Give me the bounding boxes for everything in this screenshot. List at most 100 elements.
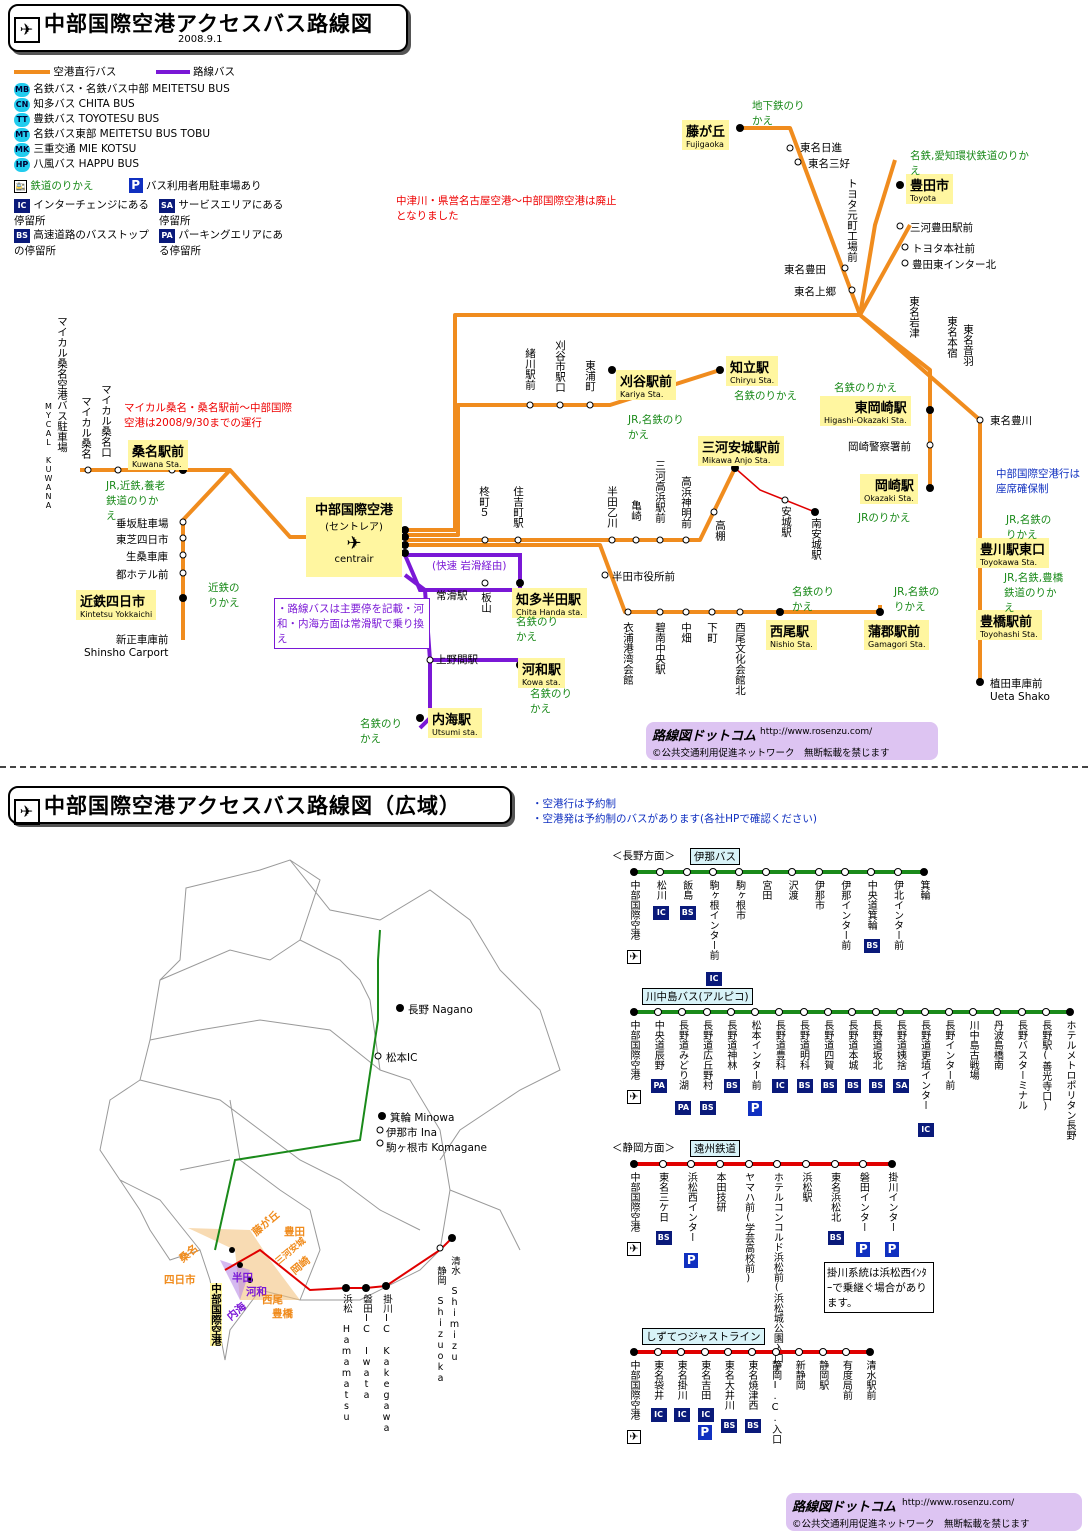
wide-notes: ・空港行は予約制 ・空港発は予約制のバスがあります(各社HPで確認ください) [532, 796, 817, 826]
airport-plane-icon: ✈ [346, 533, 362, 554]
route-stop-dot [773, 1160, 782, 1168]
wide-shizuoka: 静岡 Shizuoka [435, 1266, 446, 1384]
stop-minami-anjo: 南安城駅 [810, 518, 822, 560]
legend-parking: バス利用者用駐車場あり [146, 180, 262, 192]
stop-higashiokazaki-en: Higashi-Okazaki Sta. [824, 416, 907, 425]
stop-toshiba: 東芝四日市 [116, 534, 169, 546]
wide-title-text: 中部国際空港アクセスバス路線図（広域） [44, 794, 461, 818]
route-stop-label: 長野駅(善光寺口) [1039, 1020, 1051, 1112]
wide-nagano: 長野 Nagano [408, 1004, 473, 1016]
legend-operator-mb: MB 名鉄バス・名鉄バス中部 MEITETSU BUS [14, 82, 294, 97]
route-stop-label: 長野道明科 [797, 1020, 809, 1070]
stop-kamonoma: 上野間駅 [436, 654, 478, 666]
route-stop-dot [687, 1160, 696, 1168]
page-title: ✈中部国際空港アクセスバス路線図 [14, 8, 373, 43]
stop-fujigaoka-en: Fujigaoka [686, 140, 724, 149]
route-stop-dot [761, 868, 770, 876]
ic-badge: IC [653, 906, 670, 920]
route-stop-label: 東名大井川 [722, 1360, 734, 1410]
wide-green-route [214, 929, 381, 1251]
route-stop-dot [920, 868, 928, 876]
stop-mikawaanjo: 三河安城駅前 Mikawa Anjo Sta. [698, 436, 785, 466]
stop-anjo: 安城駅 [780, 506, 792, 538]
wide-ina: 伊那市 Ina [386, 1127, 438, 1139]
airport-icon: ✈ [627, 950, 641, 964]
stop-shinsho-en: Shinsho Carport [84, 647, 169, 659]
stop-tokoname: 常滑駅 [436, 590, 468, 602]
route-stop-label: 東名掛川 [675, 1360, 687, 1400]
stop-kotobuki: 柊町５ [478, 486, 490, 518]
route-stop-dot [677, 1348, 686, 1356]
route-stop-label: 有度局前 [840, 1360, 852, 1400]
stop-kuwana-en: Kuwana Sta. [132, 460, 182, 469]
operator-name: 名鉄バス東部 MEITETSU BUS TOBU [30, 128, 211, 140]
xfer-kuwana: JR,近鉄,養老鉄道のりかえ [106, 480, 166, 522]
wide-minowa: 箕輪 Minowa [390, 1112, 455, 1124]
section-divider [0, 766, 1088, 768]
legend-operator-hp: HP 八風バス HAPPU BUS [14, 157, 294, 172]
route-stop-dot [748, 1348, 756, 1356]
rail-transfer-icon: 🚉 [14, 179, 27, 193]
airport-icon: ✈ [627, 1430, 641, 1444]
route-stop-label: 丹波島橋南 [991, 1020, 1003, 1070]
route-stop-dot [993, 1008, 1002, 1016]
stop-higashiokazaki-name: 東岡崎駅 [854, 401, 907, 416]
route-stop-label: 伊北インター前 [891, 880, 903, 950]
airport-icon: ✈ [627, 1090, 641, 1104]
wide-title: ✈中部国際空港アクセスバス路線図（広域） [14, 790, 461, 825]
stop-kowa-name: 河和駅 [522, 663, 562, 678]
route-note: 掛川系統は浜松西ｲﾝﾀｰで乗継ぐ場合があります。 [824, 1262, 934, 1313]
notice-nakatsugawa: 中津川・県営名古屋空港～中部国際空港は廃止となりました [396, 195, 617, 222]
wide-purple-area [220, 1260, 250, 1300]
route-stop-dot [751, 1008, 760, 1016]
bs-badge: BS [699, 1101, 716, 1115]
stop-mycal: マイカル桑名 [80, 396, 92, 459]
stop-mycal-guchi: マイカル桑名口 [100, 384, 112, 458]
stop-toyota-higashi-ic: 豊田東インター北 [912, 259, 996, 271]
route-stop-label: 中央道辰野 [652, 1020, 664, 1070]
stop-chiryu-name: 知立駅 [730, 361, 770, 376]
route-stop-dot [969, 1008, 978, 1016]
route-stop-label: 長野道みどり湖 [676, 1020, 688, 1090]
stop-okazaki-police: 岡崎警察署前 [848, 441, 911, 453]
route-line-yokkaichi [181, 468, 232, 640]
stop-utsumi: 内海駅 Utsumi sta. [428, 708, 482, 738]
route-stop-label: 長野道本城 [846, 1020, 857, 1070]
xfer-nishio: 名鉄のりかえ [792, 586, 834, 613]
route-line-toyota2 [858, 224, 912, 316]
parking-icon: P [684, 1253, 699, 1268]
stop-mycal-p: マイカル桑名空港バス駐車場 [56, 316, 68, 453]
wide-komagane: 駒ヶ根市 Komagane [386, 1142, 488, 1154]
route-company: 遠州鉄道 [690, 1140, 740, 1157]
route-stop-dot [944, 1008, 953, 1016]
stop-nishio-bunka: 西尾文化会館北 [734, 622, 746, 696]
legend-sa: SA サービスエリアにある停留所 [159, 197, 284, 228]
stop-ueta: 植田車庫前 Ueta Shako [990, 676, 1050, 703]
stop-toyota-en: Toyota [910, 194, 937, 203]
footer-bottom-copy: ©公共交通利用促進ネットワーク 無断転載を禁じます [792, 1519, 1030, 1530]
operator-name: 知多バス CHITA BUS [30, 98, 135, 110]
route-company: 川中島バス(アルピコ) [642, 988, 753, 1005]
stop-fujigaoka: 藤が丘 Fujigaoka [682, 120, 730, 150]
route-stop-dot [735, 868, 744, 876]
wide-kakegawa: 掛川IC Kakegawa [381, 1294, 392, 1434]
route-direction: ＜長野方面＞ [612, 850, 675, 862]
wide-yokkaichi: 四日市 [164, 1274, 196, 1286]
stop-kamezaki: 亀崎 [630, 500, 642, 521]
wide-handa: 半田 [232, 1272, 253, 1284]
sa-badge: SA [159, 199, 175, 213]
page-title-text: 中部国際空港アクセスバス路線図 [44, 12, 373, 36]
notice-mycal: マイカル桑名・桑名駅前～中部国際空港は2008/9/30までの運行 [124, 402, 292, 429]
stop-toyohashi-en: Toyohashi Sta. [980, 630, 1038, 639]
xfer-toyokawa: JR,名鉄のりかえ [1006, 514, 1052, 541]
route-stop-label: 長野バスターミナル [1015, 1020, 1027, 1110]
route-stop-dot [799, 1008, 808, 1016]
route-stop-label: 磐田インター [857, 1172, 869, 1232]
route-direction: ＜静岡方面＞ [612, 1142, 675, 1154]
stop-toyota-motomachi: トヨタ元町工場前 [846, 178, 858, 262]
stop-ueta-name: 植田車庫前 [990, 678, 1043, 690]
airport-sub: (セントレア) [325, 522, 383, 533]
legend-lines: 空港直行バス 路線バス [14, 64, 294, 79]
